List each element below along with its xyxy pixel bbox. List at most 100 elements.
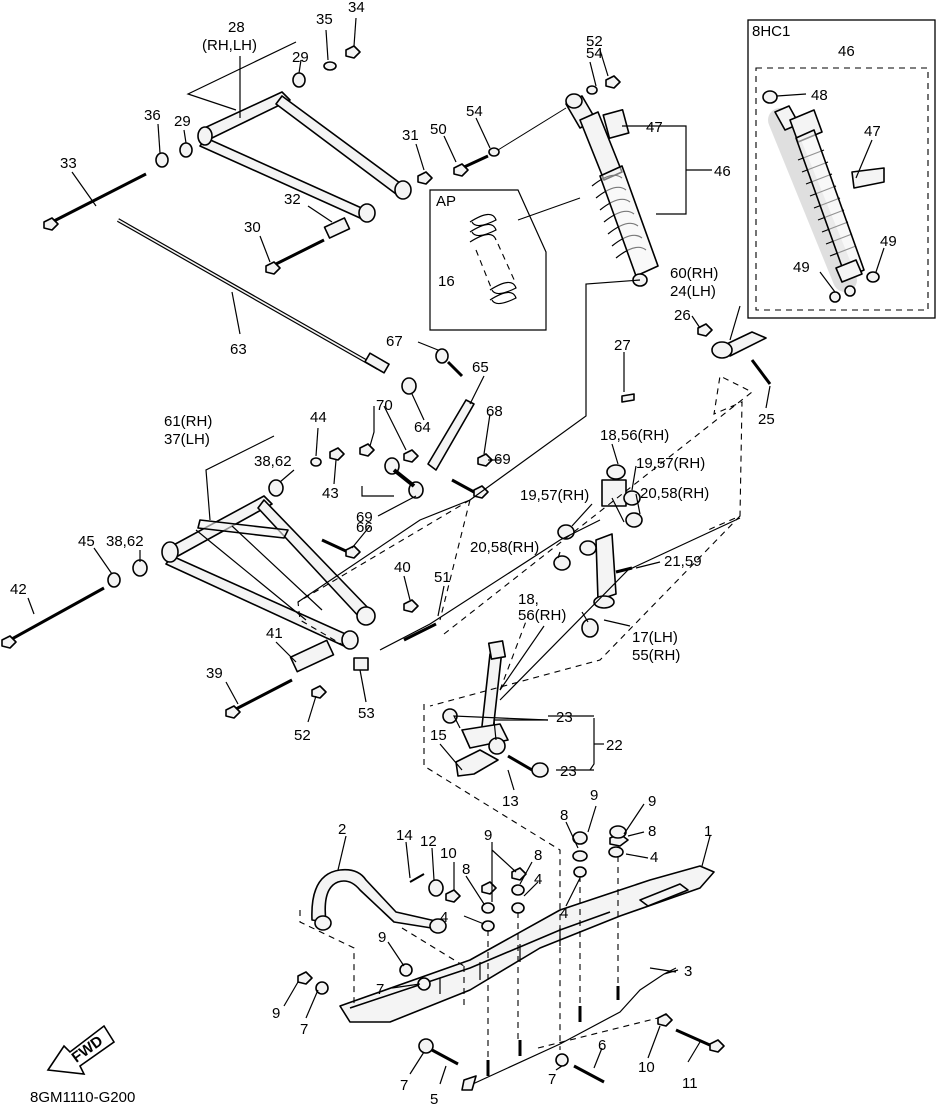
inset-title: 8HC1 [752,23,790,40]
callout-40: 40 [394,559,411,576]
callout-37: 37(LH) [164,431,210,448]
ski-spindle [442,640,549,778]
callout-19-57a: 19,57(RH) [636,455,705,472]
spring-icon [469,213,517,305]
callout-8b: 8 [560,807,568,824]
callout-68: 68 [486,403,503,420]
callout-19-57b: 19,57(RH) [520,487,589,504]
assembly-guide-lines [297,375,754,1060]
callout-67: 67 [386,333,403,350]
callout-25: 25 [758,411,775,428]
callout-30: 30 [244,219,261,236]
callout-60: 60(RH) [670,265,718,282]
callout-41: 41 [266,625,283,642]
callout-23a: 23 [556,709,573,726]
callout-8a: 8 [648,823,656,840]
callout-7b: 7 [300,1021,308,1038]
callout-45: 45 [78,533,95,550]
callout-56b: 56(RH) [518,607,566,624]
detail-label-16: 16 [438,273,455,290]
callout-22: 22 [606,737,623,754]
callout-15: 15 [430,727,447,744]
callout-14: 14 [396,827,413,844]
callout-52b: 52 [294,727,311,744]
callout-32: 32 [284,191,301,208]
callout-46: 46 [714,163,731,180]
detail-box-ap: AP 16 [429,189,581,331]
callout-69b: 69 [356,509,373,526]
callout-70: 70 [376,397,393,414]
callout-7a: 7 [376,981,384,998]
callout-38-62b: 38,62 [106,533,144,550]
callout-54b: 54 [466,103,483,120]
callout-10b: 10 [638,1059,655,1076]
callout-12: 12 [420,833,437,850]
callout-5: 5 [430,1091,438,1108]
callout-23b: 23 [560,763,577,780]
callout-61: 61(RH) [164,413,212,430]
link-lines [297,279,741,701]
callout-69a: 69 [494,451,511,468]
inset-shock-absorber [762,90,885,303]
inset-panel-8hc1: 8HC1 46 48 47 49 49 [747,19,936,319]
callout-29a: 29 [292,49,309,66]
callout-26: 26 [674,307,691,324]
detail-box-title: AP [436,193,456,210]
callout-52: 52 [586,33,603,50]
callout-8d: 8 [462,861,470,878]
stabilizer-rod [117,218,390,374]
callout-3: 3 [684,963,692,980]
callout-29b: 29 [174,113,191,130]
callout-34: 34 [348,0,365,16]
callout-leaders [27,17,771,1085]
callout-47: 47 [646,119,663,136]
inset-label-49b: 49 [793,259,810,276]
callout-64: 64 [414,419,431,436]
upper-a-arm [197,91,412,223]
callout-6: 6 [598,1037,606,1054]
shock-absorber [565,93,659,287]
callout-7d: 7 [548,1071,556,1088]
callout-53: 53 [358,705,375,722]
fwd-arrow-icon: FWD [46,1024,116,1075]
callout-55: 55(RH) [632,647,680,664]
callout-9e: 9 [272,1005,280,1022]
callout-38-62a: 38,62 [254,453,292,470]
callout-35: 35 [316,11,333,28]
callout-63: 63 [230,341,247,358]
callout-20-58a: 20,58(RH) [640,485,709,502]
callout-4b: 4 [534,871,542,888]
callout-17: 17(LH) [632,629,678,646]
callout-65: 65 [472,359,489,376]
callout-43: 43 [322,485,339,502]
callout-4a: 4 [650,849,658,866]
callout-36: 36 [144,107,161,124]
callout-42: 42 [10,581,27,598]
callout-4c: 4 [560,905,568,922]
inset-label-46: 46 [838,43,855,60]
ski-handle [311,868,447,934]
callout-33: 33 [60,155,77,172]
callout-20-58b: 20,58(RH) [470,539,539,556]
inset-label-48: 48 [811,87,828,104]
callout-11: 11 [682,1075,698,1092]
callout-54a: 54 [586,45,603,62]
callout-7c: 7 [400,1077,408,1094]
callout-2: 2 [338,821,346,838]
callout-9c: 9 [484,827,492,844]
callout-39: 39 [206,665,223,682]
callout-21-59: 21,59 [664,553,702,570]
lower-arm-hardware [1,447,437,719]
callout-44: 44 [310,409,327,426]
upper-arm-hardware [43,45,433,275]
callout-24: 24(LH) [670,283,716,300]
callout-1: 1 [704,823,712,840]
callout-28: 28 [228,19,245,36]
callout-10a: 10 [440,845,457,862]
shock-hardware [453,75,621,177]
callout-50: 50 [430,121,447,138]
inset-label-49a: 49 [880,233,897,250]
callout-9b: 9 [648,793,656,810]
steering-arm [697,323,772,385]
